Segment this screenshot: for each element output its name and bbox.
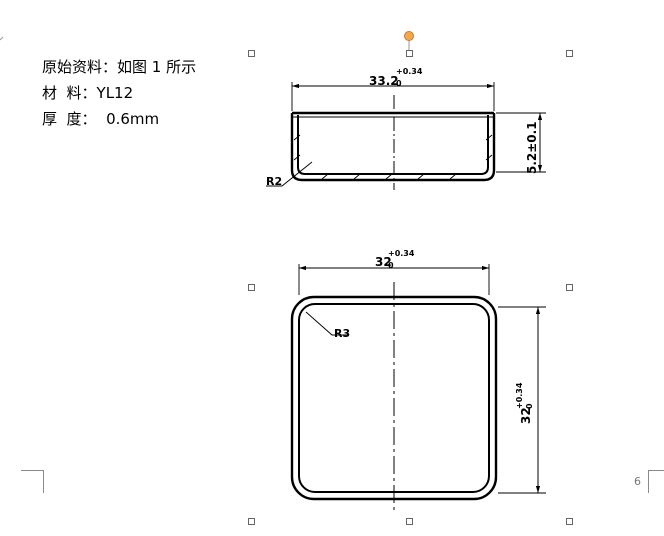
margin-mark [0,36,4,41]
crop-mark-left [21,470,44,493]
rotate-handle-icon[interactable] [404,31,414,41]
selection-handle-bc[interactable] [406,518,413,525]
side-height-dim: 5.2±0.1 [525,121,539,174]
top-radius-label: R3 [334,327,350,340]
top-height-tol-upper: +0.34 [515,382,524,409]
spec-material-source: 原始资料：如图 1 所示 [42,58,197,76]
selection-handle-br[interactable] [566,518,573,525]
top-height-dim: 32 [519,407,533,424]
top-width-dim: 32 [375,255,392,269]
top-height-tol-lower: 0 [525,403,534,409]
side-view [266,82,546,190]
page-number: 6 [634,475,641,488]
side-width-tol-lower: 0 [396,79,402,88]
top-width-tol-lower: 0 [388,261,394,270]
selection-handle-bl[interactable] [248,518,255,525]
top-view [290,264,546,512]
side-width-dim: 33.2 [369,74,399,88]
selection-handle-ml[interactable] [248,284,255,291]
side-width-tol-upper: +0.34 [396,67,423,76]
spec-thickness: 厚 度： 0.6mm [42,110,160,128]
crop-mark-right [648,470,664,493]
selection-handle-tl[interactable] [248,50,255,57]
top-width-tol-upper: +0.34 [388,249,415,258]
spec-material: 材 料：YL12 [42,84,134,102]
selection-handle-mr[interactable] [566,284,573,291]
selection-handle-tr[interactable] [566,50,573,57]
selection-handle-tc[interactable] [406,50,413,57]
side-radius-label: R2 [266,175,282,188]
